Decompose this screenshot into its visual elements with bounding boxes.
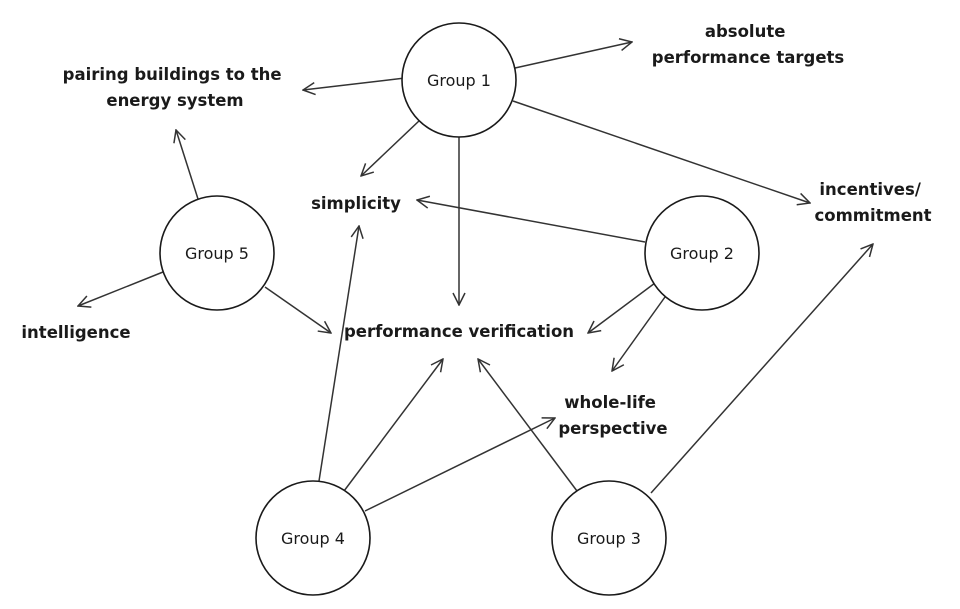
arrow-g2-to-verification <box>588 282 656 333</box>
arrow-g1-to-simplicity <box>361 119 421 176</box>
concept-pairing-buildings: pairing buildings to the energy system <box>63 65 288 110</box>
group-3-node: Group 3 <box>551 480 667 596</box>
arrow-g3-to-incentives <box>650 244 873 494</box>
arrow-g1-to-incentives <box>512 100 810 203</box>
group-2-node: Group 2 <box>644 195 760 311</box>
group-5-label: Group 5 <box>185 244 249 263</box>
arrow-g5-to-verification <box>264 286 331 333</box>
arrow-g4-to-simplicity <box>318 226 359 482</box>
group-3-circle <box>551 480 667 596</box>
group-5-node: Group 5 <box>159 195 275 311</box>
group-1-node: Group 1 <box>401 22 517 138</box>
arrow-g5-to-intelligence <box>78 271 164 306</box>
arrow-g5-to-pairing <box>176 130 199 200</box>
group-2-circle <box>644 195 760 311</box>
arrow-g4-to-verification <box>343 359 443 492</box>
group-2-label: Group 2 <box>670 244 734 263</box>
edges-layer <box>78 42 873 512</box>
group-3-label: Group 3 <box>577 529 641 548</box>
arrow-g1-to-absolute <box>514 42 632 69</box>
concept-performance-verification: performance verification <box>344 322 574 341</box>
group-4-node: Group 4 <box>255 480 371 596</box>
arrow-g1-to-pairing <box>303 77 406 90</box>
group-4-label: Group 4 <box>281 529 345 548</box>
concept-intelligence: intelligence <box>21 323 130 342</box>
group-5-circle <box>159 195 275 311</box>
group-1-circle <box>401 22 517 138</box>
arrow-g2-to-wholelife <box>612 296 666 371</box>
arrow-g4-to-wholelife <box>364 418 555 512</box>
group-4-circle <box>255 480 371 596</box>
concept-simplicity: simplicity <box>311 194 401 213</box>
concept-incentives-commitment: incentives/ commitment <box>814 180 931 225</box>
group-1-label: Group 1 <box>427 71 491 90</box>
arrow-g2-to-simplicity <box>417 200 646 243</box>
concept-whole-life-perspective: whole-life perspective <box>558 393 667 438</box>
arrow-g3-to-verification <box>478 359 578 492</box>
concept-absolute-performance-targets: absolute performance targets <box>652 22 845 67</box>
